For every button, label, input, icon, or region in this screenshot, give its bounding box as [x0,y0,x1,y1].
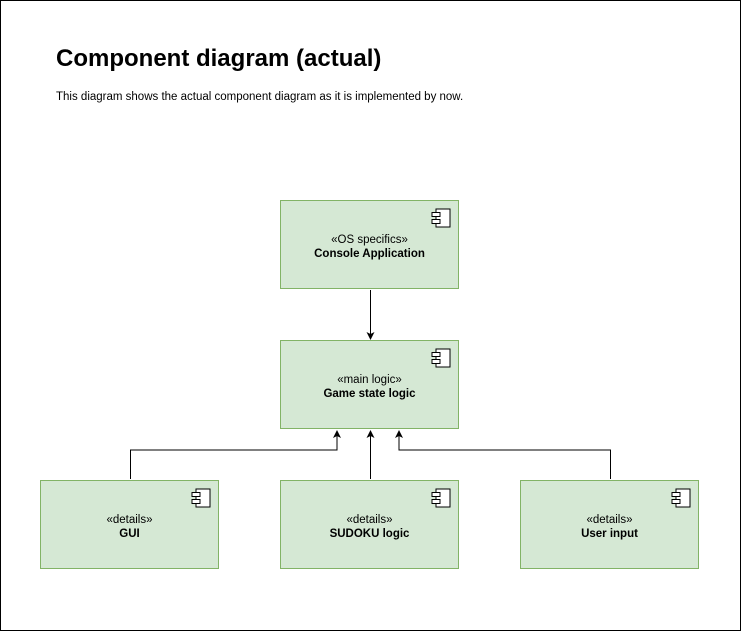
component-icon [191,488,211,508]
component-name: GUI [119,528,140,540]
component-icon [431,208,451,228]
component-icon [431,348,451,368]
component-icon [431,488,451,508]
component-gui[interactable]: «details» GUI [40,480,219,569]
component-stereotype: «main logic» [337,374,402,386]
component-name: Console Application [314,248,425,260]
diagram-title: Component diagram (actual) [56,45,382,72]
arrow-user-input-to-game-state [395,430,611,479]
component-stereotype: «details» [586,514,633,526]
component-game-state-logic[interactable]: «main logic» Game state logic [280,340,459,429]
component-stereotype: «details» [106,514,153,526]
component-stereotype: «OS specifics» [331,234,408,246]
component-user-input[interactable]: «details» User input [520,480,699,569]
diagram-description: This diagram shows the actual component … [56,91,464,103]
component-console-application[interactable]: «OS specifics» Console Application [280,200,459,289]
component-name: SUDOKU logic [329,528,410,540]
component-name: User input [581,528,638,540]
component-sudoku-logic[interactable]: «details» SUDOKU logic [280,480,459,569]
component-name: Game state logic [323,388,416,400]
arrow-gui-to-game-state [130,430,341,479]
component-stereotype: «details» [346,514,393,526]
component-icon [671,488,691,508]
